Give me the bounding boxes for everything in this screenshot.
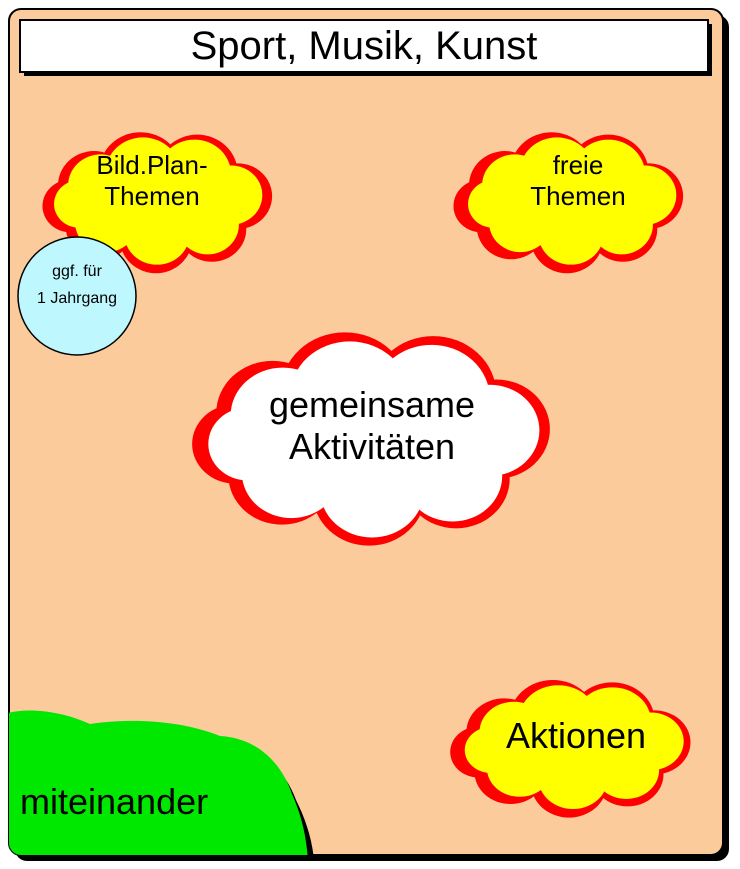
miteinander-hill [9,710,314,855]
label-line: Themen [530,181,626,212]
label-line: Aktivitäten [288,426,456,468]
cloud-aktionen [450,680,691,818]
label-miteinander: miteinander [20,781,209,822]
cloud-gemeinsame-aktivitaeten [192,332,550,546]
label-line: gemeinsame [268,384,476,425]
title-box [19,19,709,73]
label-bildungsplan-themen: Bild.Plan- Themen [62,150,242,212]
label-line: ggf. für [52,263,102,280]
label-aktionen: Aktionen [505,715,647,756]
label-line: 1 Jahrgang [36,290,118,308]
label-gemeinsame-aktivitaeten: gemeinsame Aktivitäten [232,384,512,469]
cloud-bildungsplan-themen [42,132,273,274]
circle-jahrgang [17,236,137,356]
label-freie-themen: freie Themen [498,150,658,212]
diagram-title: Sport, Musik, Kunst [190,23,538,68]
label-line: freie [552,150,604,180]
label-line: Bild.Plan- [96,150,208,180]
label-jahrgang: ggf. für 1 Jahrgang [20,258,134,312]
label-line: Themen [104,181,200,212]
cloud-freie-themen [453,132,684,274]
